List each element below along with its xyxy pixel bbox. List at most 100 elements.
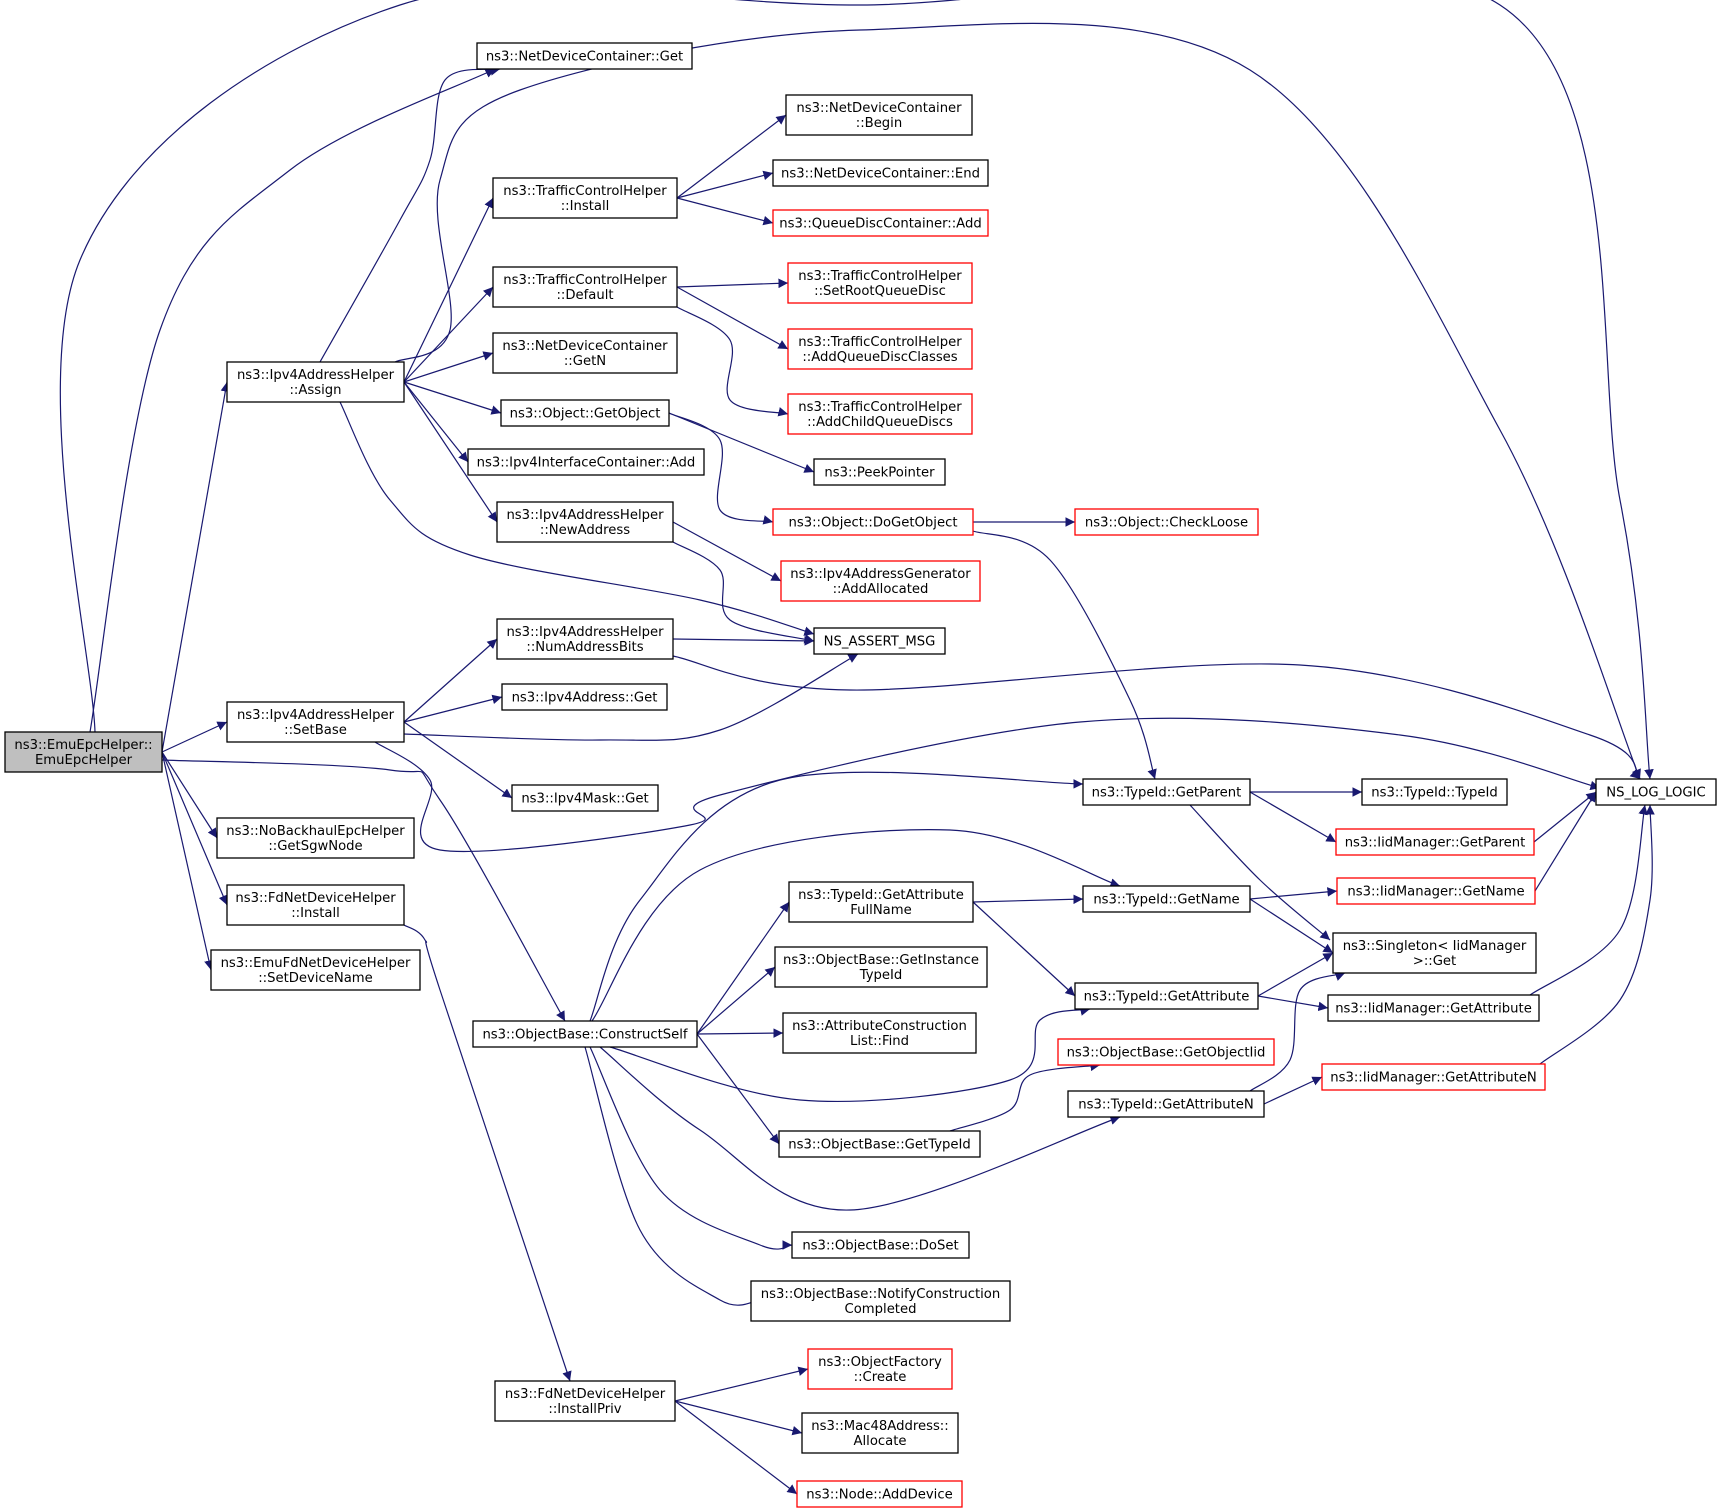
node-ipv4ic_add[interactable]: ns3::Ipv4InterfaceContainer::Add — [467, 448, 705, 476]
node-iid_getname[interactable]: ns3::IidManager::GetName — [1336, 877, 1536, 905]
node-label: Completed — [845, 1302, 917, 1317]
edge-typeid_getname-to-iid_getname — [1249, 887, 1338, 900]
node-box — [813, 627, 946, 655]
edge-typeid_getattribute-to-iid_getattribute — [1257, 995, 1329, 1012]
node-box — [226, 361, 405, 403]
node-box — [1082, 778, 1251, 806]
node-label: ::Begin — [856, 116, 902, 131]
node-node_adddevice[interactable]: ns3::Node::AddDevice — [796, 1480, 963, 1508]
node-box — [476, 42, 693, 70]
node-label: ns3::TrafficControlHelper — [503, 273, 667, 288]
node-typeid_getattributen[interactable]: ns3::TypeId::GetAttributeN — [1067, 1090, 1265, 1118]
node-label: ::Assign — [289, 383, 341, 398]
node-box — [4, 731, 163, 773]
node-obj_checkloose[interactable]: ns3::Object::CheckLoose — [1074, 508, 1259, 536]
node-ob_getobjectiid[interactable]: ns3::ObjectBase::GetObjectIid — [1057, 1038, 1275, 1066]
node-box — [492, 177, 678, 219]
node-label: ns3::ObjectBase::GetInstance — [783, 953, 979, 968]
edge-root-to-ob_constructself — [161, 759, 566, 1022]
node-label: ns3::IidManager::GetParent — [1345, 836, 1526, 851]
edge-ob_constructself-to-acl_find — [696, 1028, 784, 1038]
edge-typeid_getparent-to-iid_getparent — [1249, 791, 1337, 843]
node-box — [501, 683, 668, 711]
node-qdc_add[interactable]: ns3::QueueDiscContainer::Add — [772, 209, 989, 237]
node-nobackhaul_getsgw[interactable]: ns3::NoBackhaulEpcHelper::GetSgwNode — [216, 817, 415, 859]
node-label: ns3::NetDeviceContainer::End — [781, 167, 980, 182]
edge-fdnd_installpriv-to-node_adddevice — [674, 1400, 798, 1495]
node-ob_gettypeid[interactable]: ns3::ObjectBase::GetTypeId — [778, 1130, 981, 1158]
node-ndc_getn[interactable]: ns3::NetDeviceContainer::GetN — [492, 332, 678, 374]
node-tch_addclasses[interactable]: ns3::TrafficControlHelper::AddQueueDiscC… — [787, 328, 973, 370]
node-iid_getparent[interactable]: ns3::IidManager::GetParent — [1335, 828, 1535, 856]
node-tch_install[interactable]: ns3::TrafficControlHelper::Install — [492, 177, 678, 219]
node-label: ns3::ObjectBase::DoSet — [802, 1239, 958, 1254]
node-typeid_getattribute[interactable]: ns3::TypeId::GetAttribute — [1074, 982, 1259, 1010]
node-mac48_allocate[interactable]: ns3::Mac48Address::Allocate — [801, 1412, 959, 1454]
node-iid_getattributen[interactable]: ns3::IidManager::GetAttributeN — [1321, 1063, 1546, 1091]
node-box — [796, 1480, 963, 1508]
node-ns_assert[interactable]: NS_ASSERT_MSG — [813, 627, 946, 655]
node-box — [494, 1380, 676, 1422]
node-label: ::SetDeviceName — [258, 971, 373, 986]
node-singleton_get[interactable]: ns3::Singleton< IidManager>::Get — [1332, 932, 1537, 974]
node-objfactory_create[interactable]: ns3::ObjectFactory::Create — [807, 1348, 953, 1390]
node-label: ns3::Object::CheckLoose — [1085, 516, 1248, 531]
node-label: ns3::ObjectFactory — [818, 1355, 942, 1370]
edge-ob_constructself-to-typeid_getattrfullname — [696, 901, 790, 1035]
node-ndc_begin[interactable]: ns3::NetDeviceContainer::Begin — [785, 94, 973, 136]
node-root[interactable]: ns3::EmuEpcHelper::EmuEpcHelper — [4, 731, 163, 773]
node-label: ::GetSgwNode — [268, 839, 362, 854]
node-tch_addchild[interactable]: ns3::TrafficControlHelper::AddChildQueue… — [787, 393, 973, 435]
node-label: Allocate — [853, 1434, 906, 1449]
node-label: ns3::Ipv4InterfaceContainer::Add — [477, 456, 696, 471]
node-fdnd_installpriv[interactable]: ns3::FdNetDeviceHelper::InstallPriv — [494, 1380, 676, 1422]
node-iid_getattribute[interactable]: ns3::IidManager::GetAttribute — [1327, 994, 1540, 1022]
node-obj_getobject[interactable]: ns3::Object::GetObject — [500, 399, 670, 427]
node-ipv4addr_get[interactable]: ns3::Ipv4Address::Get — [501, 683, 668, 711]
node-setbase[interactable]: ns3::Ipv4AddressHelper::SetBase — [226, 701, 405, 743]
node-numaddrbits[interactable]: ns3::Ipv4AddressHelper::NumAddressBits — [496, 618, 674, 660]
edge-assign-to-ns_assert — [339, 401, 815, 636]
edge-assign-to-ns_log_logic — [394, 22, 1641, 780]
node-ob_constructself[interactable]: ns3::ObjectBase::ConstructSelf — [472, 1020, 698, 1048]
node-label: ns3::PeekPointer — [824, 466, 935, 481]
node-label: ns3::NetDeviceContainer::Get — [486, 50, 683, 65]
node-assign[interactable]: ns3::Ipv4AddressHelper::Assign — [226, 361, 405, 403]
node-ndc_get[interactable]: ns3::NetDeviceContainer::Get — [476, 42, 693, 70]
node-emufd_setdevname[interactable]: ns3::EmuFdNetDeviceHelper::SetDeviceName — [210, 949, 421, 991]
node-label: ::AddAllocated — [833, 582, 929, 597]
node-peekpointer[interactable]: ns3::PeekPointer — [813, 458, 946, 486]
node-box — [813, 458, 946, 486]
node-gen_addalloc[interactable]: ns3::Ipv4AddressGenerator::AddAllocated — [780, 560, 981, 602]
node-typeid_getname[interactable]: ns3::TypeId::GetName — [1082, 885, 1251, 913]
node-label: ::NumAddressBits — [526, 640, 643, 655]
edge-tch_install-to-qdc_add — [676, 197, 774, 226]
node-ndc_end[interactable]: ns3::NetDeviceContainer::End — [772, 159, 989, 187]
edge-typeid_getattrfullname-to-typeid_getname — [972, 894, 1084, 905]
node-label: ::AddChildQueueDiscs — [807, 415, 953, 430]
node-typeid_typeid[interactable]: ns3::TypeId::TypeId — [1361, 778, 1508, 806]
node-box — [1321, 1063, 1546, 1091]
node-obj_dogetobject[interactable]: ns3::Object::DoGetObject — [772, 508, 974, 536]
edge-obj_getobject-to-peekpointer — [668, 412, 815, 473]
node-label: ::Install — [561, 199, 610, 214]
edge-tch_install-to-ndc_begin — [676, 114, 787, 199]
node-label: ::Create — [854, 1370, 907, 1385]
node-ob_notify[interactable]: ns3::ObjectBase::NotifyConstructionCompl… — [750, 1280, 1011, 1322]
node-newaddress[interactable]: ns3::Ipv4AddressHelper::NewAddress — [496, 501, 674, 543]
edge-setbase-to-ns_assert — [403, 653, 859, 741]
node-typeid_getparent[interactable]: ns3::TypeId::GetParent — [1082, 778, 1251, 806]
node-ob_doset[interactable]: ns3::ObjectBase::DoSet — [791, 1231, 970, 1259]
node-label: NS_ASSERT_MSG — [824, 635, 936, 650]
node-tch_default[interactable]: ns3::TrafficControlHelper::Default — [492, 266, 678, 308]
node-label: ::InstallPriv — [548, 1402, 621, 1417]
node-tch_setroot[interactable]: ns3::TrafficControlHelper::SetRootQueueD… — [787, 262, 973, 304]
node-fdnd_install[interactable]: ns3::FdNetDeviceHelper::Install — [226, 884, 405, 926]
node-label: ns3::ObjectBase::ConstructSelf — [482, 1028, 687, 1043]
node-ipv4mask_get[interactable]: ns3::Ipv4Mask::Get — [511, 784, 659, 812]
node-label: ::Install — [291, 906, 340, 921]
node-ns_log_logic[interactable]: NS_LOG_LOGIC — [1595, 778, 1717, 806]
